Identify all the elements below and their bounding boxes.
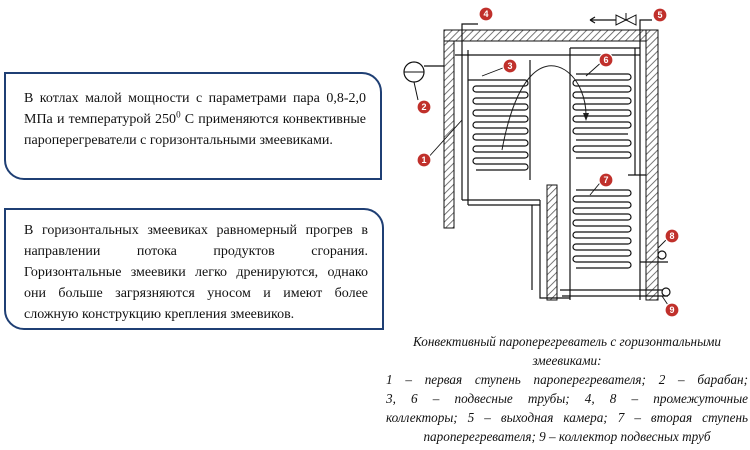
top-wall bbox=[443, 29, 659, 42]
arrow-icon bbox=[564, 69, 587, 116]
caption-line3: коллекторы; 5 – выходная камера; 7 – вто… bbox=[386, 410, 748, 425]
coil-left-a bbox=[476, 79, 525, 171]
caption-line2: 3, 6 – подвесные трубы; 4, 8 – промежуто… bbox=[386, 391, 748, 406]
svg-text:8: 8 bbox=[669, 231, 674, 241]
outlet-riser bbox=[639, 19, 652, 48]
collector-9 bbox=[661, 287, 671, 297]
caption-line1: 1 – первая ступень пароперегревателя; 2 … bbox=[386, 372, 748, 387]
coil-left-bends bbox=[472, 79, 529, 171]
right-wall bbox=[645, 29, 659, 301]
collector-8 bbox=[657, 250, 667, 260]
arrow-head bbox=[583, 113, 589, 121]
caption-title-line2: змеевиками: bbox=[532, 353, 602, 368]
marker-9: 9 bbox=[664, 302, 680, 318]
marker-7: 7 bbox=[598, 172, 614, 188]
header-4-pipe bbox=[461, 23, 478, 48]
valve-icon bbox=[615, 13, 637, 26]
callout-bottom-text: В горизонтальных змеевиках равномерный п… bbox=[24, 223, 368, 322]
callout-bottom: В горизонтальных змеевиках равномерный п… bbox=[4, 208, 384, 330]
svg-text:5: 5 bbox=[657, 10, 662, 20]
marker-3: 3 bbox=[502, 58, 518, 74]
coil-left-headers bbox=[461, 48, 540, 206]
marker-2: 2 bbox=[416, 99, 432, 115]
arrow-icon bbox=[501, 65, 566, 151]
superheater-diagram: 1 2 3 4 5 6 7 8 9 bbox=[403, 6, 680, 318]
left-wall bbox=[443, 29, 455, 229]
marker-1: 1 bbox=[416, 152, 432, 168]
marker-5: 5 bbox=[652, 7, 668, 23]
svg-text:3: 3 bbox=[507, 61, 512, 71]
coil-bank-right-upper bbox=[455, 47, 641, 300]
marker-6: 6 bbox=[598, 52, 614, 68]
furnace-walls bbox=[443, 29, 659, 301]
svg-text:1: 1 bbox=[421, 155, 426, 165]
hanger-pipes bbox=[455, 47, 641, 300]
marker-4: 4 bbox=[478, 6, 494, 22]
svg-text:4: 4 bbox=[483, 9, 488, 19]
lower-headers bbox=[531, 174, 668, 299]
coil-bank-left bbox=[461, 48, 540, 206]
caption-line4: пароперегревателя; 9 – коллектор подвесн… bbox=[423, 429, 711, 444]
svg-text:9: 9 bbox=[669, 305, 674, 315]
svg-text:6: 6 bbox=[603, 55, 608, 65]
drum-icon bbox=[403, 61, 444, 101]
partition-wall bbox=[546, 184, 558, 301]
caption-title-line1: Конвективный пароперегреватель с горизон… bbox=[412, 334, 722, 349]
callout-top: В котлах малой мощности с параметрами па… bbox=[4, 72, 382, 180]
markers: 1 2 3 4 5 6 7 8 9 bbox=[416, 6, 680, 318]
coil-right-lower bbox=[576, 189, 628, 269]
coil-right-upper bbox=[576, 73, 628, 159]
coil-right-upper-bends bbox=[572, 73, 632, 159]
svg-text:7: 7 bbox=[603, 175, 608, 185]
callout-top-text: В котлах малой мощности с параметрами па… bbox=[24, 91, 366, 148]
figure-caption: Конвективный пароперегреватель с горизон… bbox=[386, 332, 748, 446]
coil-right-lower-bends bbox=[572, 189, 632, 269]
marker-8: 8 bbox=[664, 228, 680, 244]
svg-text:2: 2 bbox=[421, 102, 426, 112]
coil-bank-right-lower bbox=[531, 174, 668, 299]
